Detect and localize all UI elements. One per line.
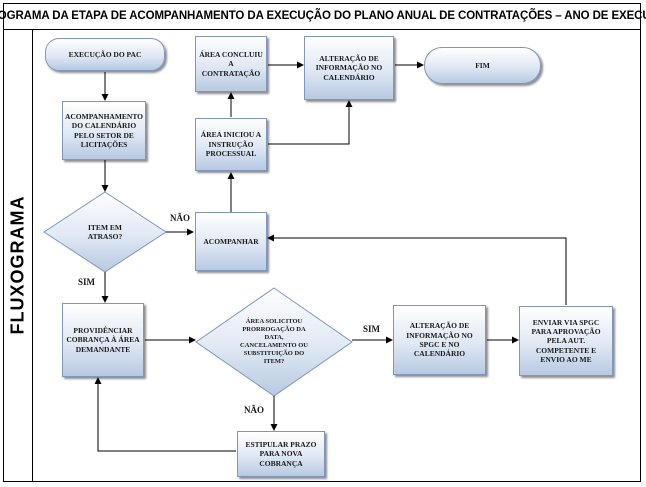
node-providenciar-cobranca: PROVIDÊNCIAR COBRANÇA À ÁREA DEMANDANTE — [62, 303, 144, 377]
node-area-solicitou-label: ÁREA SOLICITOU PRORROGAÇÃO DA DATA, CANC… — [240, 317, 308, 366]
node-execucao-pac: EXECUÇÃO DO PAC — [45, 38, 165, 71]
edge-label-sim-left: SIM — [78, 277, 96, 287]
node-item-em-atraso-label: ITEM EM ATRASO? — [87, 222, 123, 241]
node-acompanhar-label: ACOMPANHAR — [203, 236, 259, 246]
node-acompanhar: ACOMPANHAR — [195, 212, 267, 271]
node-enviar-spgc-label: ENVIAR VIA SPGC PARA APROVAÇÃO PELA AUT.… — [531, 317, 601, 365]
node-enviar-spgc: ENVIAR VIA SPGC PARA APROVAÇÃO PELA AUT.… — [519, 306, 613, 376]
node-acompanhamento-calendario-label: ACOMPANHAMENTO DO CALENDÁRIO PELO SETOR … — [64, 111, 144, 149]
node-fim: FIM — [424, 47, 541, 84]
node-alteracao-spgc-label: ALTERAÇÃO DE INFORMAÇÃO NO SPGC E NO CAL… — [406, 321, 473, 359]
node-alteracao-calendario: ALTERAÇÃO DE INFORMAÇÃO NO CALENDÁRIO — [304, 36, 394, 100]
edge-label-sim-right: SIM — [363, 324, 381, 334]
edge-label-nao-top: NÃO — [170, 213, 190, 223]
edge-label-nao-bottom: NÃO — [244, 405, 264, 415]
node-area-concluiu: ÁREA CONCLUIU A CONTRATAÇÃO — [195, 36, 267, 92]
node-alteracao-spgc: ALTERAÇÃO DE INFORMAÇÃO NO SPGC E NO CAL… — [393, 305, 486, 375]
title-bar: FLUXOGRAMA DA ETAPA DE ACOMPANHAMENTO DA… — [0, 3, 646, 30]
edge-estipular-to-providenciar — [94, 377, 236, 452]
node-estipular-prazo-label: ESTIPULAR PRAZO PARA NOVA COBRANÇA — [245, 439, 317, 468]
node-area-concluiu-label: ÁREA CONCLUIU A CONTRATAÇÃO — [199, 49, 263, 78]
edge-iniciou-to-alteracao — [268, 100, 353, 145]
node-area-iniciou-label: ÁREA INICIOU A INSTRUÇÃO PROCESSUAL — [200, 130, 262, 159]
node-execucao-pac-label: EXECUÇÃO DO PAC — [68, 49, 142, 59]
diagram-title: FLUXOGRAMA DA ETAPA DE ACOMPANHAMENTO DA… — [0, 10, 646, 22]
node-fim-label: FIM — [475, 60, 490, 70]
edge-enviar-to-acompanhar — [267, 234, 567, 305]
side-column — [3, 30, 33, 482]
diagram-frame — [3, 3, 641, 482]
node-providenciar-cobranca-label: PROVIDÊNCIAR COBRANÇA À ÁREA DEMANDANTE — [66, 325, 140, 354]
node-area-iniciou: ÁREA INICIOU A INSTRUÇÃO PROCESSUAL — [195, 118, 267, 171]
node-estipular-prazo: ESTIPULAR PRAZO PARA NOVA COBRANÇA — [237, 431, 325, 477]
node-alteracao-calendario-label: ALTERAÇÃO DE INFORMAÇÃO NO CALENDÁRIO — [315, 53, 383, 82]
node-acompanhamento-calendario: ACOMPANHAMENTO DO CALENDÁRIO PELO SETOR … — [62, 101, 146, 160]
